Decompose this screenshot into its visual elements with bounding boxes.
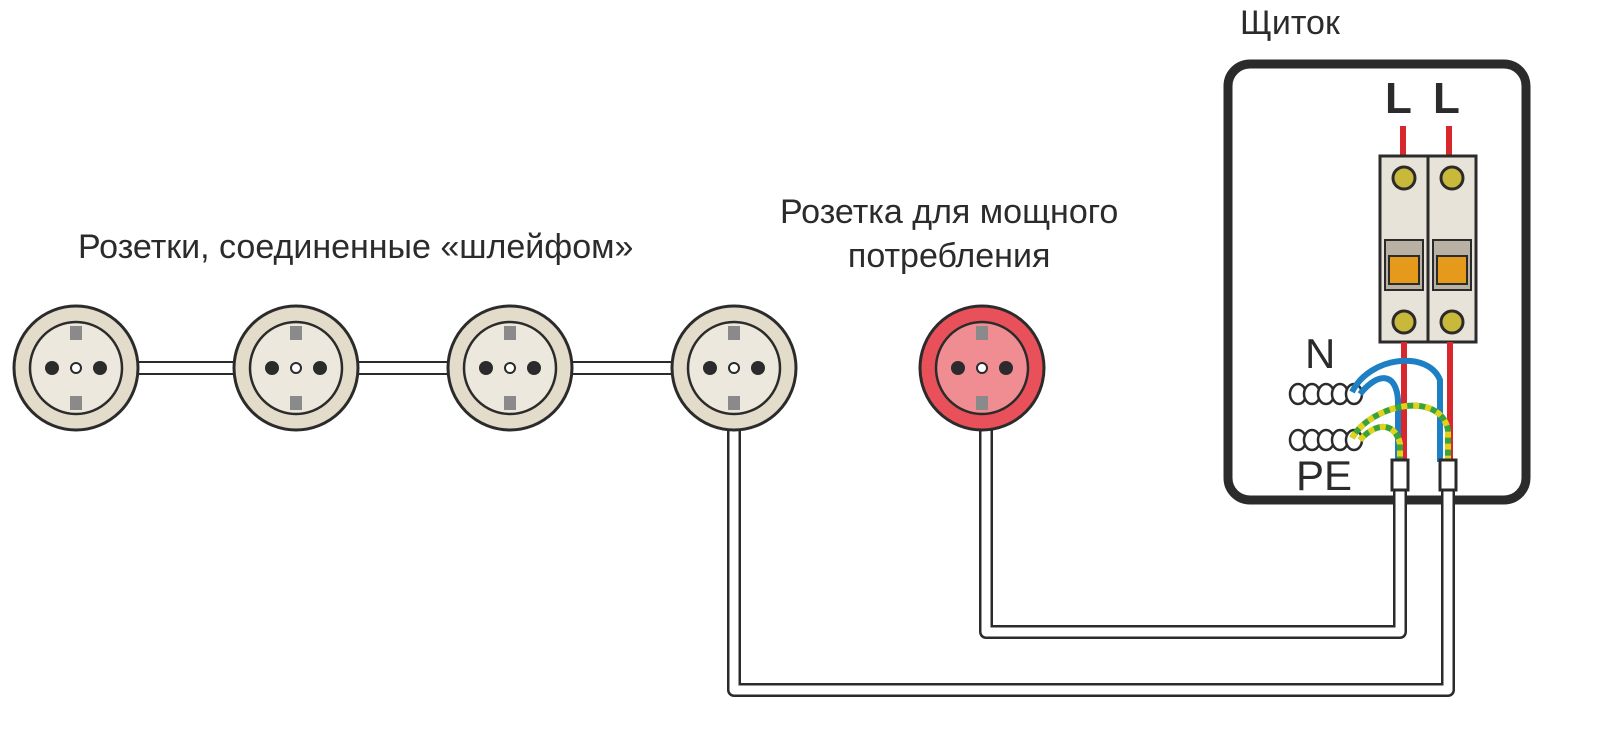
neutral-label: N	[1305, 330, 1336, 377]
breaker-2-bottom-terminal	[1439, 309, 1465, 335]
daisy-chain-cable	[119, 361, 721, 375]
earth-wires	[1349, 402, 1451, 462]
neutral-wires	[1349, 357, 1443, 462]
power-socket-caption-line1: Розетка для мощного	[780, 193, 1119, 231]
phase-label-1: L	[1385, 74, 1412, 123]
distribution-panel	[1223, 59, 1531, 505]
power-socket-caption-line2: потребления	[847, 237, 1051, 275]
socket-1	[12, 304, 140, 432]
socket-4	[670, 304, 798, 432]
daisy-chain-caption: Розетки, соединенные «шлейфом»	[78, 228, 634, 266]
breaker-1	[1378, 154, 1430, 344]
neutral-bus	[1288, 382, 1364, 406]
breaker-2-toggle	[1436, 255, 1468, 285]
socket-2	[232, 304, 360, 432]
earth-bus	[1288, 428, 1364, 452]
breaker-2-top-terminal	[1439, 165, 1465, 191]
phase-label-2: L	[1433, 74, 1460, 123]
power-socket	[918, 304, 1046, 432]
daisy-feed-cable	[727, 420, 1455, 697]
power-socket-caption: Розетка для мощного потребления	[780, 190, 1118, 278]
socket-3	[446, 304, 574, 432]
breaker-1-top-terminal	[1391, 165, 1417, 191]
panel-title: Щиток	[1240, 4, 1340, 42]
breaker-1-toggle	[1388, 255, 1420, 285]
breaker-1-bottom-terminal	[1391, 309, 1417, 335]
earth-label: PE	[1296, 452, 1353, 499]
cable-sleeves	[1390, 458, 1458, 492]
breaker-2	[1426, 154, 1478, 344]
phase-wire-top	[1400, 126, 1452, 160]
power-feed-cable	[979, 420, 1407, 639]
